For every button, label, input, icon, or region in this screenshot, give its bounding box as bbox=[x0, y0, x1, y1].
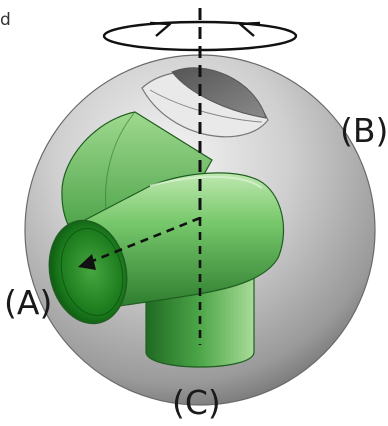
flow-path-arrow bbox=[78, 216, 202, 345]
rotation-arrow-icon bbox=[102, 20, 298, 52]
label-c: (C) bbox=[172, 383, 221, 422]
corner-text: d bbox=[0, 10, 11, 30]
inlet-opening bbox=[48, 219, 128, 325]
top-stem-opening bbox=[141, 67, 269, 138]
label-b: (B) bbox=[340, 111, 388, 150]
label-a: (A) bbox=[4, 283, 53, 322]
